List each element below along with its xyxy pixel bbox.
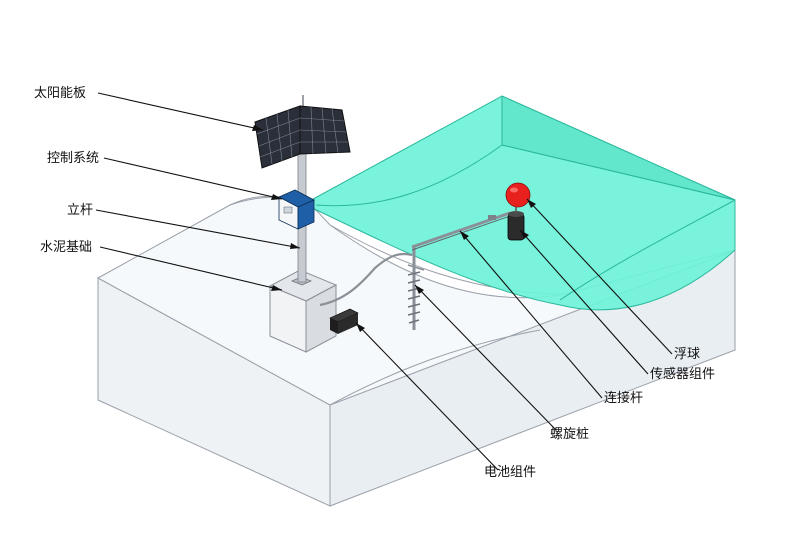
- label-solar-panel: 太阳能板: [34, 86, 86, 101]
- label-screw-pile: 螺旋桩: [550, 427, 589, 442]
- water-bottom-curve: [501, 144, 736, 201]
- label-connecting-rod: 连接杆: [604, 390, 643, 406]
- leader-lines: [95, 92, 673, 471]
- battery-assembly: [329, 308, 359, 334]
- label-battery-assembly: 电池组件: [484, 465, 536, 480]
- cable: [319, 252, 413, 307]
- label-pole: 立杆: [67, 203, 93, 218]
- solar-panel: [254, 105, 351, 169]
- label-control-system: 控制系统: [47, 151, 99, 166]
- water-mid-line: [559, 199, 736, 301]
- float-ball: [505, 182, 531, 208]
- control-system-box: [278, 189, 315, 230]
- label-sensor-assembly: 传感器组件: [650, 366, 715, 382]
- label-float-ball: 浮球: [674, 347, 700, 362]
- sensor-assembly: [507, 205, 525, 241]
- water-back-wall: [501, 95, 736, 250]
- slope-line: [329, 329, 541, 406]
- label-concrete-base: 水泥基础: [40, 240, 92, 255]
- water-inner-curve: [315, 144, 503, 207]
- screw-pile: [407, 245, 425, 330]
